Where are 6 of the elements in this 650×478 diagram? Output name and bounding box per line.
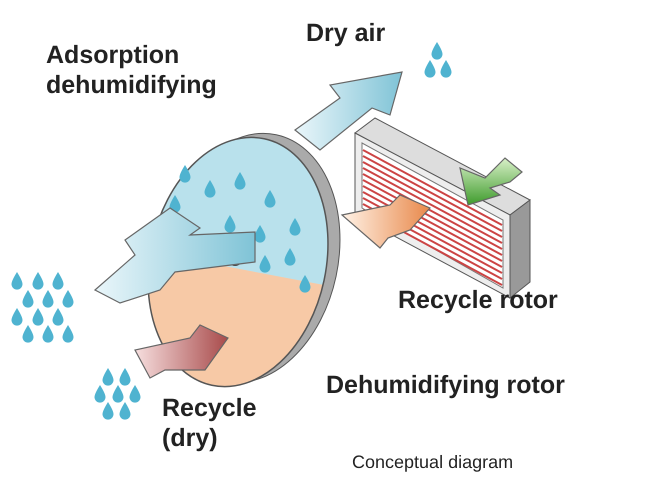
part-label: Dehumidifying rotor bbox=[326, 370, 566, 400]
heading: Adsorption dehumidifying bbox=[46, 40, 218, 100]
airflow-label: Recycle (dry) bbox=[162, 393, 258, 453]
caption: Conceptual diagram bbox=[352, 451, 514, 473]
airflow-label: Dry air bbox=[306, 18, 386, 48]
part-label: Recycle rotor bbox=[398, 285, 559, 315]
